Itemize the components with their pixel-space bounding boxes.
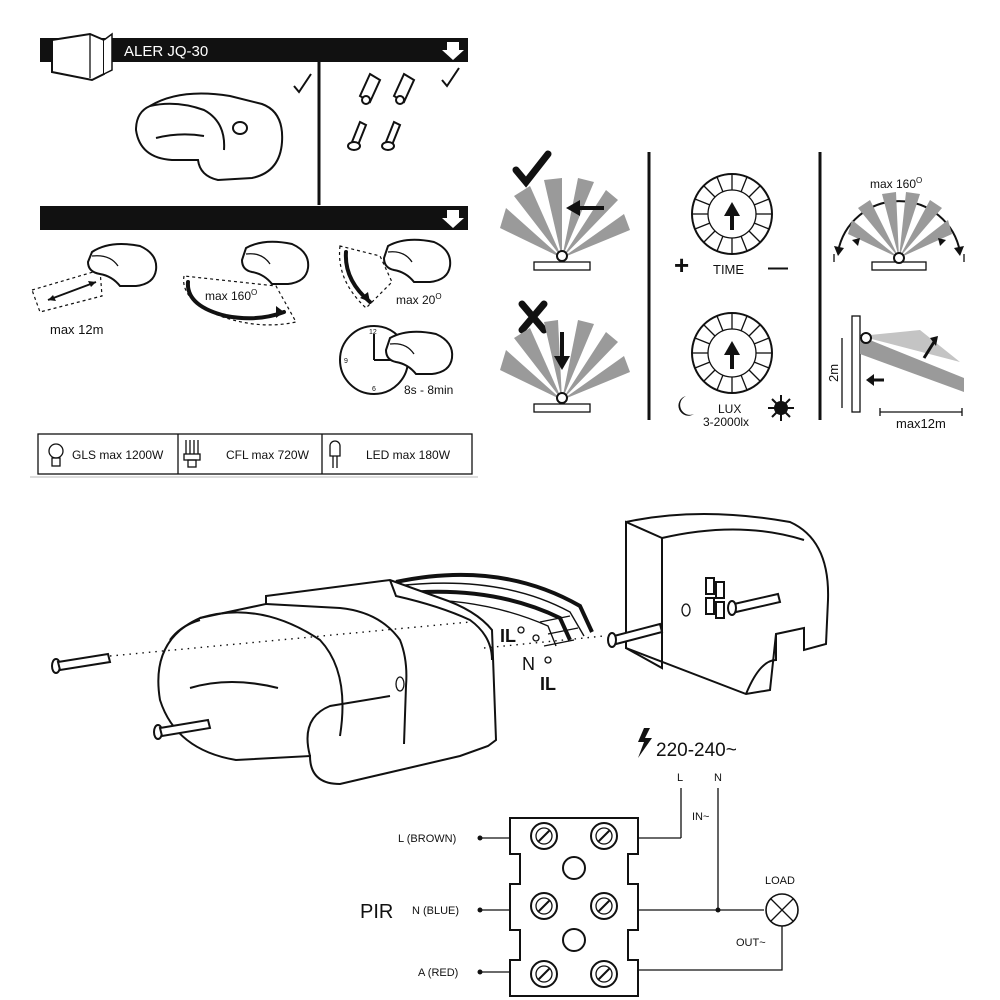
distance-range-figure [31, 243, 158, 313]
time-dial [691, 173, 773, 255]
out-label: OUT~ [736, 937, 766, 949]
installation-drawing: IL N IL [51, 513, 830, 786]
supply-n: N [714, 772, 722, 784]
supply-l: L [677, 772, 683, 784]
terminal-n: N [522, 654, 535, 674]
wide-angle-label: max 160O [205, 288, 257, 303]
down-arrow-icon-2 [442, 210, 464, 228]
mounting-bracket [625, 513, 830, 696]
screw-right-lower [607, 622, 664, 648]
terminal-screw-l-left [530, 822, 558, 850]
load-lamp-icon [765, 893, 799, 927]
terminal-l-bottom: IL [540, 674, 556, 694]
screw-left-upper [51, 652, 112, 674]
pir-label: PIR [360, 901, 393, 923]
load-label: LOAD [765, 875, 795, 887]
wiring-diagram: 220-240~ L N IN~ LOAD OUT~ [360, 728, 799, 997]
vertical-angle-label: max 20O [396, 292, 442, 307]
correct-detection-fan [500, 178, 630, 271]
lightning-icon [638, 728, 652, 758]
terminal-screw-a-right [590, 960, 618, 988]
horizontal-angle-figure [183, 240, 310, 326]
load-ratings-table: GLS max 1200W CFL max 720W LED max 180W [30, 433, 478, 478]
load-led: LED max 180W [366, 448, 451, 462]
terminal-screw-n-right [590, 892, 618, 920]
svg-text:12: 12 [369, 329, 377, 336]
terminal-screw-l-right [590, 822, 618, 850]
screw-right-upper [727, 592, 782, 616]
dial-pointer-icon [724, 202, 740, 216]
sun-icon [768, 395, 794, 421]
package-contents-panel: ALER JQ-30 [30, 32, 478, 478]
lux-range: 3-2000lx [703, 415, 749, 429]
incorrect-detection-fan [500, 320, 630, 413]
settings-bar [40, 206, 468, 230]
box-icon [51, 32, 113, 82]
distance-label: max 12m [50, 322, 103, 337]
height-label: 2m [826, 364, 841, 382]
time-label: TIME [713, 262, 744, 277]
wire-red: A (RED) [418, 967, 458, 979]
time-plus: + [674, 250, 689, 280]
sensor-unit-drawing [134, 92, 284, 182]
vertical-angle-figure [338, 238, 452, 309]
screw-left-lower [153, 718, 212, 740]
down-arrow-icon-3 [554, 356, 570, 370]
terminal-block [509, 817, 639, 997]
left-arrow-icon [566, 200, 580, 216]
wire-brown: L (BROWN) [398, 833, 456, 845]
terminal-screw-n-left [530, 892, 558, 920]
correct-check-icon [512, 150, 552, 188]
in-label: IN~ [692, 811, 709, 823]
mounting-height-figure [841, 315, 964, 416]
terminal-screw-a-left [530, 960, 558, 988]
detect-angle-label: max 160O [870, 176, 922, 191]
settings-panel: + TIME — [500, 150, 965, 431]
sensor-body [157, 578, 498, 786]
model-name: ALER JQ-30 [124, 43, 208, 60]
range-label: max12m [896, 416, 946, 431]
time-minus: — [768, 257, 788, 279]
incandescent-bulb-icon [48, 443, 64, 467]
check-icon [293, 73, 312, 94]
wall-plugs-icon [358, 72, 416, 105]
terminal-l-top: IL [500, 626, 516, 646]
load-gls: GLS max 1200W [72, 448, 164, 462]
time-range-label: 8s - 8min [404, 383, 453, 397]
supply-voltage: 220-240~ [656, 740, 737, 761]
svg-text:6: 6 [372, 386, 376, 393]
wrong-cross-icon [518, 300, 548, 334]
lux-dial [691, 312, 773, 394]
wire-blue: N (BLUE) [412, 905, 459, 917]
screws-icon [347, 120, 402, 151]
detection-angle-fan [833, 192, 965, 271]
load-cfl: CFL max 720W [226, 448, 310, 462]
lux-label: LUX [718, 402, 741, 416]
down-arrow-icon [442, 42, 464, 60]
check-icon-2 [441, 67, 460, 88]
clock-icon: 12 3 6 9 [339, 325, 454, 395]
svg-text:9: 9 [344, 358, 348, 365]
moon-icon [678, 396, 694, 416]
cfl-bulb-icon [183, 440, 201, 468]
led-bulb-icon [329, 440, 341, 468]
